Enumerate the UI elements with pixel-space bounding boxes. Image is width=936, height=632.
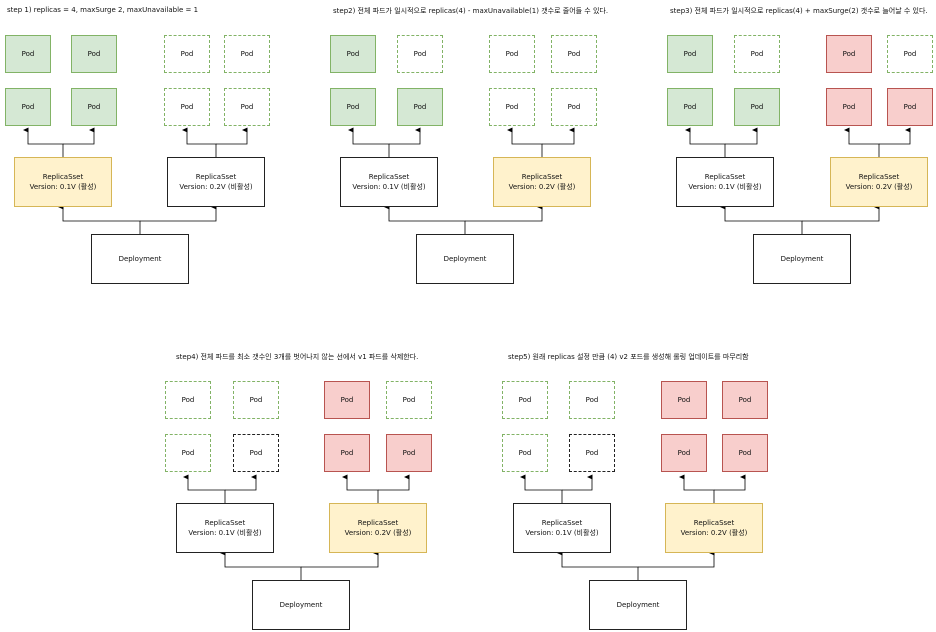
pod: Pod [551,88,597,126]
replicaset-version: Version: 0.1V (비활성) [525,529,599,537]
pod: Pod [826,35,872,73]
replicaset-version: Version: 0.1V (비활성) [188,529,262,537]
pod: Pod [164,88,210,126]
pod: Pod [826,88,872,126]
replicaset-name: ReplicaSset [42,173,84,181]
deployment: Deployment [91,234,189,284]
replicaset-version: Version: 0.1V (비활성) [352,183,426,191]
replicaset-v1: ReplicaSset Version: 0.1V (활성) [14,157,112,207]
deployment: Deployment [753,234,851,284]
replicaset-version: Version: 0.2V (활성) [845,183,913,191]
replicaset-name: ReplicaSset [357,519,399,527]
pod: Pod [397,88,443,126]
replicaset-name: ReplicaSset [858,173,900,181]
pod: Pod [71,88,117,126]
pod: Pod [569,434,615,472]
pod: Pod [324,381,370,419]
pod: Pod [224,35,270,73]
replicaset-version: Version: 0.1V (활성) [29,183,97,191]
pod: Pod [330,35,376,73]
pod: Pod [551,35,597,73]
step-3-title: step3) 전체 파드가 일시적으로 replicas(4) + maxSur… [670,7,928,15]
replicaset-version: Version: 0.2V (비활성) [179,183,253,191]
replicaset-v1: ReplicaSset Version: 0.1V (비활성) [676,157,774,207]
replicaset-v1: ReplicaSset Version: 0.1V (비활성) [513,503,611,553]
deployment: Deployment [589,580,687,630]
replicaset-name: ReplicaSset [195,173,237,181]
pod: Pod [397,35,443,73]
step-5-title: step5) 원래 replicas 설정 만큼 (4) v2 포드를 생성해 … [508,353,749,361]
replicaset-v1: ReplicaSset Version: 0.1V (비활성) [176,503,274,553]
pod: Pod [569,381,615,419]
pod: Pod [734,88,780,126]
replicaset-version: Version: 0.2V (활성) [508,183,576,191]
pod: Pod [489,88,535,126]
pod: Pod [502,381,548,419]
pod: Pod [489,35,535,73]
deployment: Deployment [252,580,350,630]
replicaset-v2: ReplicaSset Version: 0.2V (활성) [830,157,928,207]
pod: Pod [233,381,279,419]
pod: Pod [71,35,117,73]
pod: Pod [887,35,933,73]
pod: Pod [502,434,548,472]
pod: Pod [667,35,713,73]
replicaset-v2: ReplicaSset Version: 0.2V (활성) [329,503,427,553]
pod: Pod [5,88,51,126]
pod: Pod [722,434,768,472]
replicaset-name: ReplicaSset [693,519,735,527]
deployment: Deployment [416,234,514,284]
replicaset-name: ReplicaSset [204,519,246,527]
pod: Pod [722,381,768,419]
step-1-title: step 1) replicas = 4, maxSurge 2, maxUna… [7,6,199,14]
replicaset-version: Version: 0.2V (활성) [344,529,412,537]
replicaset-name: ReplicaSset [521,173,563,181]
pod: Pod [330,88,376,126]
replicaset-version: Version: 0.1V (비활성) [688,183,762,191]
replicaset-v2: ReplicaSset Version: 0.2V (활성) [665,503,763,553]
pod: Pod [386,381,432,419]
pod: Pod [164,35,210,73]
replicaset-v2: ReplicaSset Version: 0.2V (비활성) [167,157,265,207]
pod: Pod [734,35,780,73]
pod: Pod [324,434,370,472]
pod: Pod [224,88,270,126]
pod: Pod [165,381,211,419]
replicaset-version: Version: 0.2V (활성) [680,529,748,537]
pod: Pod [386,434,432,472]
step-2-title: step2) 전체 파드가 일시적으로 replicas(4) - maxUna… [333,7,609,15]
replicaset-name: ReplicaSset [704,173,746,181]
pod: Pod [165,434,211,472]
replicaset-name: ReplicaSset [368,173,410,181]
pod: Pod [661,434,707,472]
step-4-title: step4) 전체 파드를 최소 갯수인 3개를 벗어나지 않는 선에서 v1 … [176,353,419,361]
pod: Pod [5,35,51,73]
replicaset-name: ReplicaSset [541,519,583,527]
pod: Pod [661,381,707,419]
replicaset-v2: ReplicaSset Version: 0.2V (활성) [493,157,591,207]
replicaset-v1: ReplicaSset Version: 0.1V (비활성) [340,157,438,207]
pod: Pod [887,88,933,126]
pod: Pod [667,88,713,126]
pod: Pod [233,434,279,472]
